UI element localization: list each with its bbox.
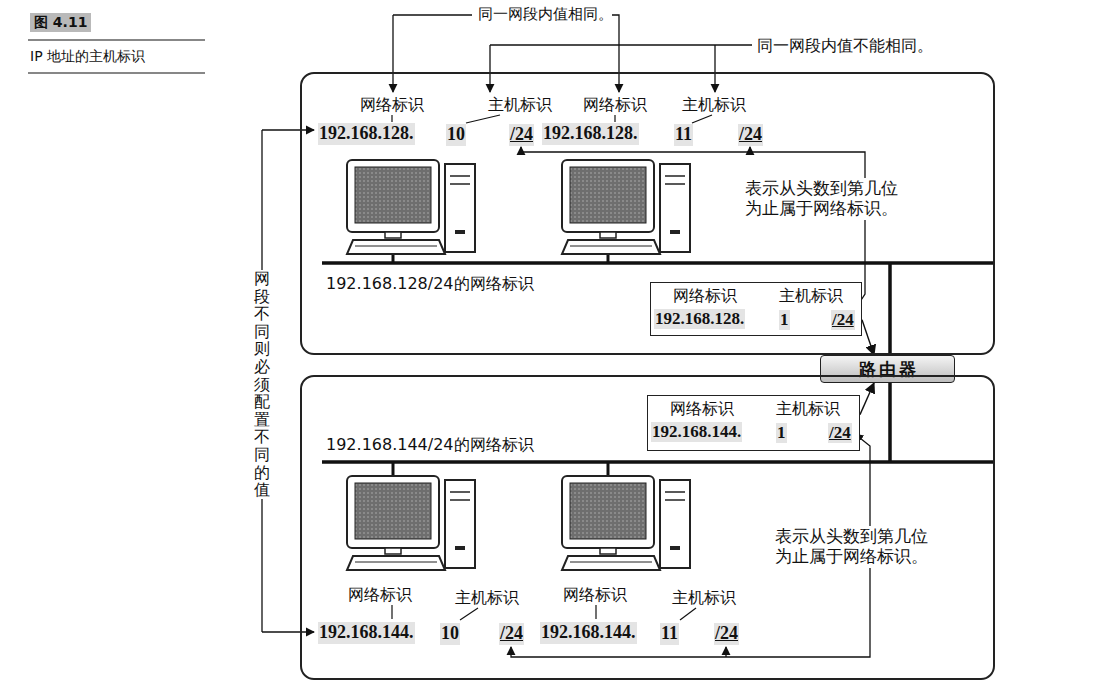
address-part: 192.168.128. xyxy=(542,123,639,145)
address-part: 11 xyxy=(674,124,693,146)
router-interface-box: 网络标识 主机标识 192.168.144. 1/24 xyxy=(647,395,860,451)
field-label: 网络标识 xyxy=(563,585,627,604)
note: 同一网段内值不能相同。 xyxy=(757,36,933,55)
header-rule xyxy=(28,39,205,40)
callout-note: 表示从头数到第几位 为止属于网络标识。 xyxy=(745,178,905,219)
address-part: 1 xyxy=(779,310,790,330)
figure-caption: IP 地址的主机标识 xyxy=(30,48,145,65)
prefix-length: /24 xyxy=(738,124,763,146)
prefix-length: /24 xyxy=(714,623,739,645)
computer-icon xyxy=(347,476,475,570)
tick xyxy=(392,115,712,620)
note: 同一网段内值相同。 xyxy=(478,5,613,23)
prefix-length: /24 xyxy=(509,124,534,146)
side-note: 网段不同则必须配置不同的值 xyxy=(254,270,270,499)
prefix-length: /24 xyxy=(499,623,524,645)
field-label: 主机标识 xyxy=(488,95,552,114)
field-label: 主机标识 xyxy=(455,588,519,607)
computer-icon xyxy=(347,160,475,254)
leader-line xyxy=(393,15,752,92)
field-label: 网络标识 xyxy=(673,286,737,305)
field-label: 网络标识 xyxy=(348,585,412,604)
computer-icon xyxy=(562,476,690,570)
field-label: 主机标识 xyxy=(779,286,843,305)
address-part: 11 xyxy=(660,623,679,645)
address-part: 192.168.144. xyxy=(540,622,637,644)
header-rule xyxy=(28,72,205,73)
field-label: 网络标识 xyxy=(583,95,647,114)
address-part: 192.168.144. xyxy=(318,622,415,644)
address-part: 10 xyxy=(446,124,466,146)
segment-label: 192.168.128/24的网络标识 xyxy=(326,274,534,293)
address-part: 192.168.128. xyxy=(318,123,415,145)
prefix-length: /24 xyxy=(831,310,855,330)
field-label: 网络标识 xyxy=(670,399,734,418)
callout-note: 表示从头数到第几位 为止属于网络标识。 xyxy=(775,526,935,567)
prefix-length: /24 xyxy=(828,423,852,443)
field-label: 主机标识 xyxy=(776,399,840,418)
address-part: 192.168.144. xyxy=(651,422,742,442)
router: 路由器 xyxy=(820,355,955,383)
router-interface-box: 网络标识 主机标识 192.168.128. 1/24 xyxy=(650,282,862,336)
network-bus xyxy=(322,263,995,462)
field-label: 网络标识 xyxy=(360,95,424,114)
field-label: 主机标识 xyxy=(672,588,736,607)
address-part: 10 xyxy=(440,623,460,645)
address-part: 1 xyxy=(776,423,787,443)
figure-number: 图 4.11 xyxy=(30,13,91,32)
segment-label: 192.168.144/24的网络标识 xyxy=(326,435,534,454)
address-part: 192.168.128. xyxy=(654,309,745,329)
computer-icon xyxy=(562,160,690,254)
connector-arrow xyxy=(862,320,874,355)
connector-arrow xyxy=(860,383,874,415)
field-label: 主机标识 xyxy=(682,95,746,114)
